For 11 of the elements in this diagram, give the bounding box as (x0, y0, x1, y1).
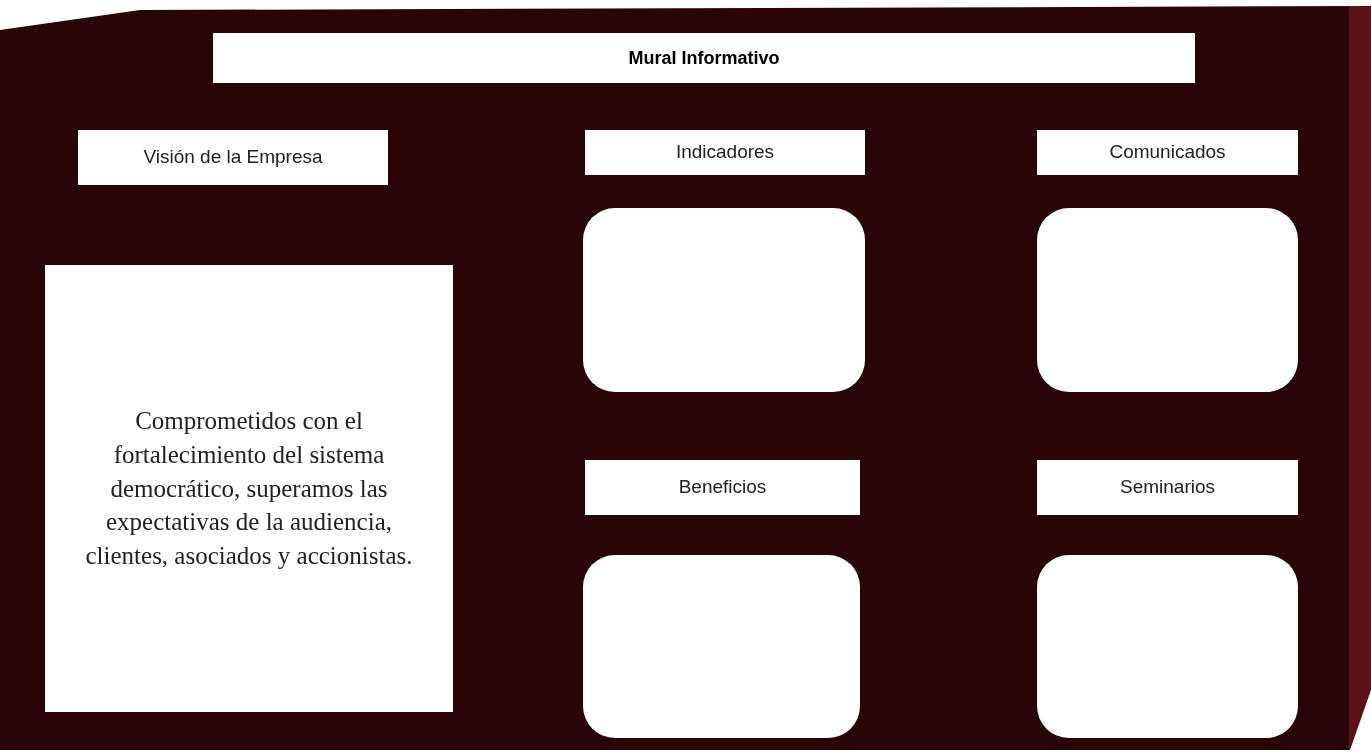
content-panel (583, 208, 865, 392)
section-header: Visión de la Empresa (78, 130, 388, 185)
section-header: Indicadores (585, 130, 865, 175)
section-header: Seminarios (1037, 460, 1298, 515)
content-panel (1037, 208, 1298, 392)
content-panel (583, 555, 860, 738)
content-panel (1037, 555, 1298, 738)
title-bar: Mural Informativo (213, 33, 1195, 83)
vision-statement: Comprometidos con el fortalecimiento del sistema democrático, superamos las expectativas de la audiencia, clientes, asociados y accionistas. (45, 265, 453, 712)
section-header: Comunicados (1037, 130, 1298, 175)
section-header: Beneficios (585, 460, 860, 515)
